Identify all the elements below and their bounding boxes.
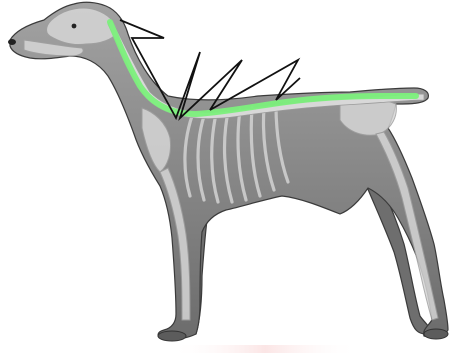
floor-shadow — [170, 345, 360, 353]
nose — [8, 39, 16, 45]
hind-paw — [424, 329, 448, 339]
front-paw — [158, 331, 186, 341]
paws — [158, 329, 448, 341]
eye — [72, 24, 77, 29]
